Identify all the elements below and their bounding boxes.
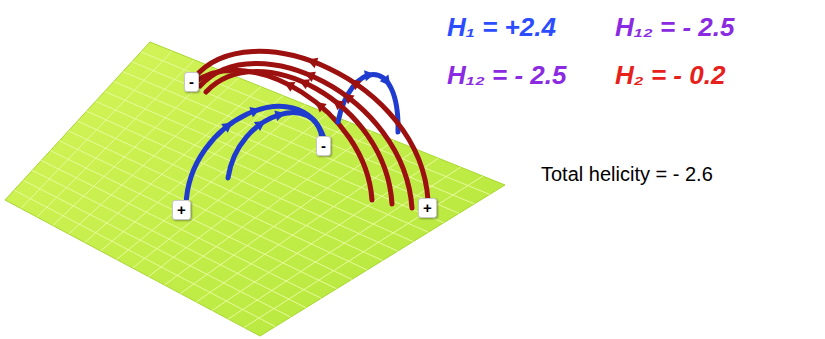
polarity-sign: - — [316, 136, 331, 156]
total-helicity: Total helicity = - 2.6 — [541, 162, 713, 186]
arrowhead — [221, 122, 232, 132]
arrowhead — [316, 102, 327, 113]
helicity-value: H₁ = +2.4 — [447, 12, 556, 42]
plane-grid — [14, 51, 490, 328]
arrowhead — [333, 100, 344, 110]
grid-line — [212, 158, 438, 310]
arrowhead — [350, 80, 361, 90]
arrowhead — [284, 82, 295, 92]
arrowhead — [343, 94, 354, 104]
arrowhead — [380, 75, 390, 86]
arrowhead — [249, 107, 260, 117]
field-lines — [186, 51, 428, 208]
grid-line — [244, 176, 483, 327]
arrowhead — [254, 121, 265, 131]
polarity-sign: + — [418, 198, 437, 218]
grid-line — [87, 111, 398, 251]
arrowhead — [307, 58, 318, 68]
red-field-line — [195, 70, 372, 200]
polarity-sign: + — [172, 200, 191, 220]
grid-line — [148, 122, 349, 276]
helicity-value: H₁₂ = - 2.5 — [447, 60, 567, 90]
arrowhead — [364, 70, 375, 81]
arrowhead — [274, 110, 285, 121]
photosphere-plane — [5, 42, 505, 336]
grid-line — [164, 131, 372, 285]
helicity-value: H₁₂ = - 2.5 — [615, 12, 735, 42]
arrowheads — [221, 58, 390, 133]
blue-field-line — [186, 106, 324, 206]
blue-field-line — [228, 113, 322, 178]
grid-line — [132, 62, 475, 204]
blue-field-line — [338, 75, 398, 133]
red-field-line — [206, 72, 392, 204]
red-field-line — [200, 63, 412, 208]
helicity-value: H₂ = - 0.2 — [615, 60, 725, 90]
arrowhead — [299, 79, 310, 89]
polarity-sign: - — [184, 72, 199, 92]
